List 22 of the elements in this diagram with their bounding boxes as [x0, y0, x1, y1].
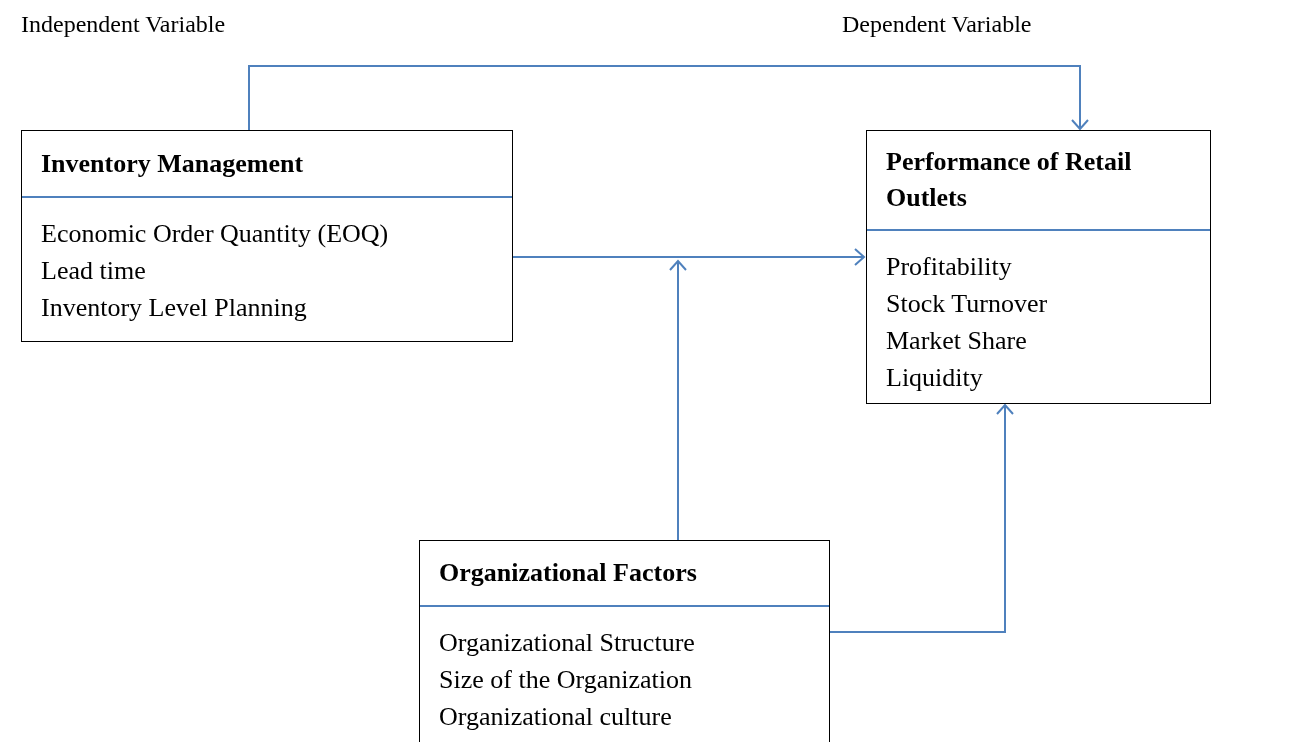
factor-text: Organizational culture — [439, 701, 673, 733]
variable-box — [419, 540, 830, 742]
factor-text: Liquidity — [886, 362, 984, 394]
factor-text: Organizational Structure — [439, 627, 696, 659]
box-heading: Performance of Retail Outlets — [886, 146, 1133, 214]
variable-box — [21, 130, 513, 342]
factor-text: Lead time — [41, 255, 147, 287]
box-heading: Organizational Factors — [439, 557, 697, 589]
column-heading: Dependent Variable — [842, 10, 1032, 38]
factor-text: Economic Order Quantity (EOQ) — [41, 218, 390, 250]
arrow — [669, 260, 687, 541]
variable-box — [866, 130, 1211, 404]
factor-text: Market Share — [886, 325, 1028, 357]
factor-text: Stock Turnover — [886, 288, 1049, 320]
column-heading: Independent Variable — [21, 10, 226, 38]
arrow — [829, 404, 1014, 633]
arrow — [512, 248, 865, 266]
box-heading: Inventory Management — [41, 147, 304, 180]
arrow — [248, 65, 1089, 131]
factor-text: Size of the Organization — [439, 664, 693, 696]
factor-text: Inventory Level Planning — [41, 292, 308, 324]
factor-text: Profitability — [886, 251, 1013, 283]
